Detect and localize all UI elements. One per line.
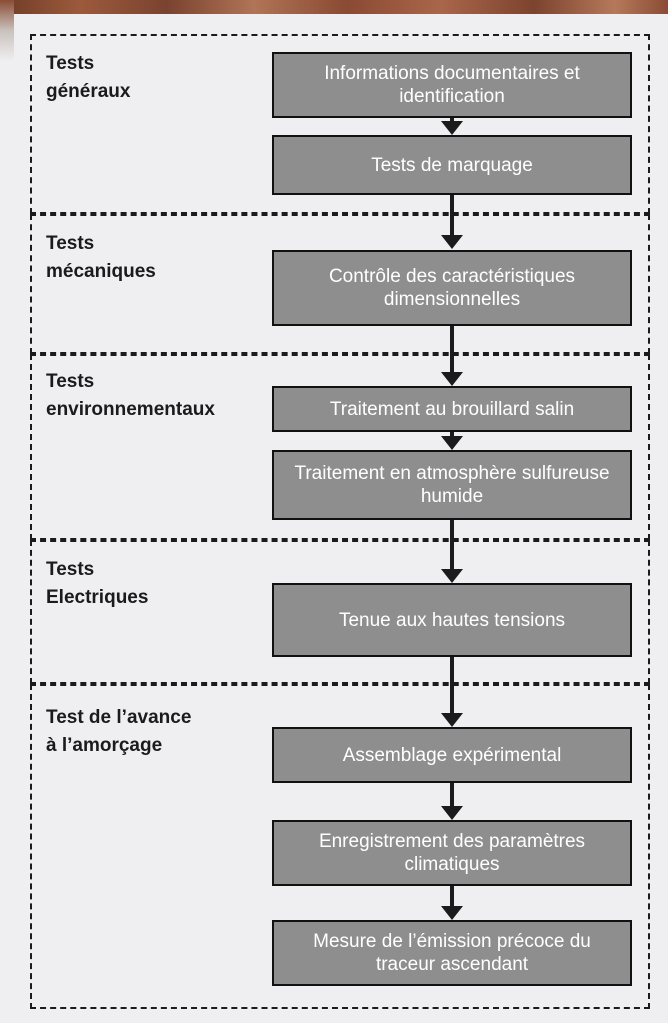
step-hautes-tensions: Tenue aux hautes tensions [272, 583, 632, 657]
arrow-down-icon [441, 436, 463, 450]
arrow-down-icon [441, 235, 463, 249]
section-tests-generaux: Tests généraux [30, 34, 650, 214]
step-parametres-climatiques: Enregistrement des paramètres climatique… [272, 820, 632, 886]
arrow-down-icon [441, 569, 463, 583]
background-photo-edge [0, 0, 14, 1023]
arrow-down-icon [441, 121, 463, 135]
section-label: Tests généraux [46, 53, 131, 102]
step-brouillard-salin: Traitement au brouillard salin [272, 386, 632, 432]
step-assemblage-experimental: Assemblage expérimental [272, 727, 632, 783]
section-test-avance-amorcage: Test de l’avance à l’amorçage [30, 684, 650, 1009]
section-label: Tests environnementaux [46, 371, 215, 420]
step-tests-de-marquage: Tests de marquage [272, 135, 632, 195]
step-atmosphere-sulfureuse: Traitement en atmosphère sulfureuse humi… [272, 450, 632, 520]
section-label: Tests Electriques [46, 559, 149, 608]
step-controle-caracteristiques: Contrôle des caractéristiques dimensionn… [272, 250, 632, 326]
section-label: Tests mécaniques [46, 233, 156, 282]
section-tests-mecaniques: Tests mécaniques [30, 214, 650, 354]
section-tests-environnementaux: Tests environnementaux [30, 354, 650, 540]
step-traceur-ascendant: Mesure de l’émission précoce du traceur … [272, 920, 632, 986]
arrow-down-icon [441, 713, 463, 727]
arrow-down-icon [441, 372, 463, 386]
section-tests-electriques: Tests Electriques [30, 540, 650, 684]
arrow-down-icon [441, 806, 463, 820]
step-informations-documentaires: Informations documentaires et identifica… [272, 52, 632, 118]
arrow-down-icon [441, 906, 463, 920]
section-label: Test de l’avance à l’amorçage [46, 707, 192, 756]
